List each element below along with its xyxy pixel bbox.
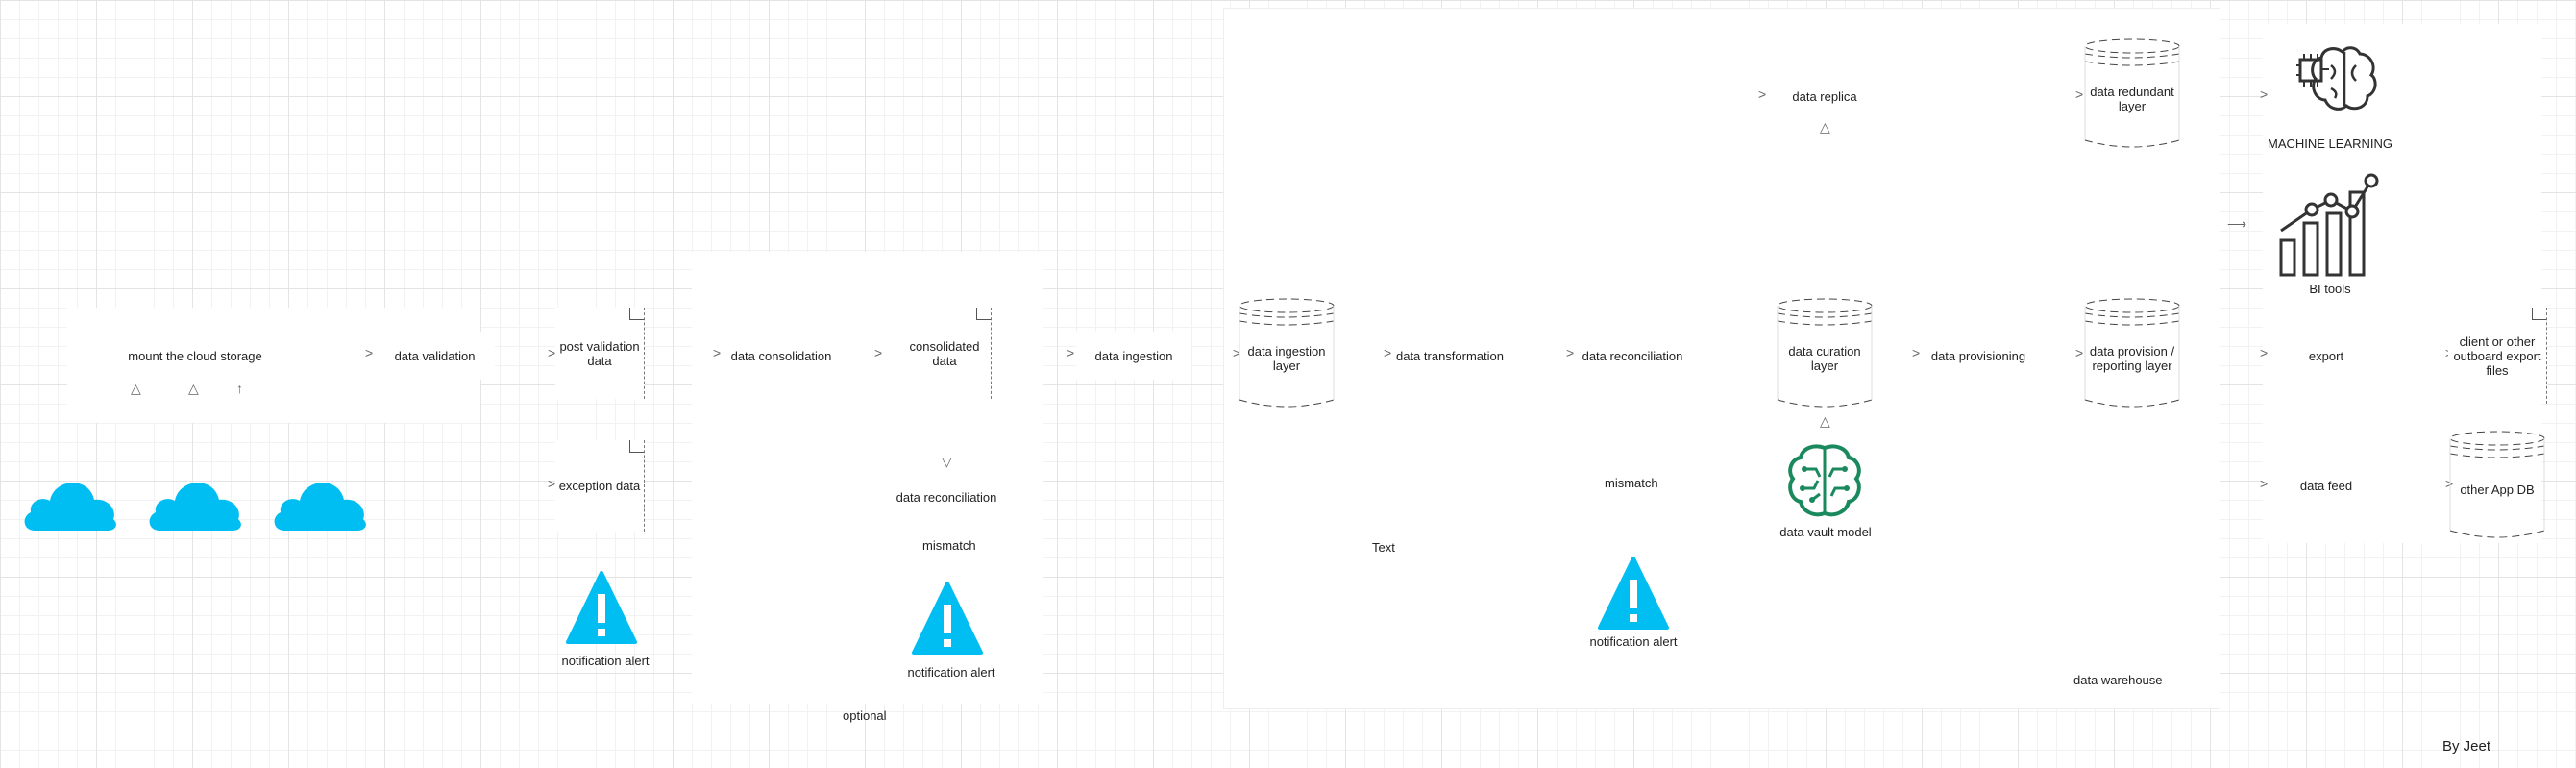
other-app-db-cylinder[interactable]: other App DB bbox=[2448, 431, 2546, 538]
arrow-right-icon: > bbox=[2260, 476, 2269, 491]
data-ingestion-layer-cylinder[interactable]: data ingestion layer bbox=[1238, 298, 1336, 409]
data-provisioning-node[interactable]: data provisioning bbox=[1922, 332, 2035, 380]
arrow-right-icon: > bbox=[1067, 345, 1075, 360]
arrow-right-icon: > bbox=[874, 345, 883, 360]
cloud-icon bbox=[274, 483, 366, 531]
cloud-icon bbox=[149, 483, 241, 531]
database-cylinder-icon bbox=[2084, 298, 2180, 408]
arrow-up-icon: △ bbox=[131, 381, 141, 396]
arrow-right-icon: > bbox=[1233, 345, 1241, 360]
data-vault-model-label: data vault model bbox=[1779, 525, 1872, 539]
cloud-icon bbox=[24, 483, 116, 531]
exception-data-node[interactable]: exception data bbox=[555, 440, 645, 532]
database-cylinder-icon bbox=[1777, 298, 1873, 408]
data-curation-layer-label: data curation layer bbox=[1788, 343, 1861, 373]
arrow-right-icon: > bbox=[2260, 345, 2269, 360]
warning-icon bbox=[1598, 557, 1669, 630]
client-export-files-node[interactable]: client or other outboard export files bbox=[2448, 308, 2547, 404]
arrow-right-icon: > bbox=[548, 476, 556, 491]
arrow-right-icon: > bbox=[365, 345, 374, 360]
data-curation-layer-cylinder[interactable]: data curation layer bbox=[1776, 298, 1874, 409]
arrow-right-icon: > bbox=[1758, 87, 1767, 102]
arrow-up-icon: △ bbox=[1820, 119, 1830, 135]
arrow-right-icon: > bbox=[713, 345, 722, 360]
arrow-right-icon: > bbox=[1384, 345, 1392, 360]
arrow-right-icon: > bbox=[2445, 476, 2454, 491]
post-validation-data-node[interactable]: post validation data bbox=[555, 308, 645, 399]
arrow-right-icon: > bbox=[2075, 87, 2084, 102]
warning-icon bbox=[566, 571, 637, 644]
data-warehouse-region bbox=[1223, 8, 2220, 709]
arrow-right-icon: > bbox=[548, 345, 556, 360]
machine-learning-label: MACHINE LEARNING bbox=[2267, 136, 2393, 151]
brain-chip-icon bbox=[2296, 46, 2377, 111]
data-vault-brain-icon bbox=[1788, 444, 1861, 517]
data-ingestion-layer-label: data ingestion layer bbox=[1247, 343, 1326, 373]
data-warehouse-label: data warehouse bbox=[2073, 673, 2163, 687]
notification-alert-label: notification alert bbox=[1589, 634, 1678, 649]
arrow-right-icon: > bbox=[1566, 345, 1575, 360]
data-replica-node[interactable]: data replica bbox=[1768, 72, 1881, 120]
mismatch-label: mismatch bbox=[922, 538, 976, 553]
database-cylinder-icon bbox=[2449, 431, 2545, 538]
data-reconciliation-optional-node[interactable]: data reconciliation bbox=[889, 476, 1004, 519]
other-app-db-label: other App DB bbox=[2460, 482, 2535, 497]
data-provision-layer-label: data provision / reporting layer bbox=[2089, 343, 2175, 373]
arrow-up-icon: △ bbox=[188, 381, 199, 396]
optional-label: optional bbox=[843, 708, 887, 723]
arrow-down-icon: ▽ bbox=[942, 454, 952, 469]
bi-tools-label: BI tools bbox=[2309, 282, 2351, 296]
mount-cloud-storage-node[interactable]: mount the cloud storage bbox=[69, 332, 321, 380]
text-label: Text bbox=[1372, 540, 1395, 555]
mismatch-label: mismatch bbox=[1605, 476, 1658, 490]
author-label: By Jeet bbox=[2442, 738, 2491, 755]
database-cylinder-icon bbox=[1239, 298, 1335, 408]
arrow-right-icon: > bbox=[1912, 345, 1921, 360]
data-redundant-layer-label: data redundant layer bbox=[2090, 84, 2174, 113]
arrow-right-icon: ⟶ bbox=[2227, 216, 2247, 232]
bar-chart-icon bbox=[2279, 173, 2379, 277]
database-cylinder-icon bbox=[2084, 38, 2180, 148]
consumer-region bbox=[2263, 24, 2541, 543]
arrow-up-icon: ↑ bbox=[236, 381, 243, 396]
data-transformation-node[interactable]: data transformation bbox=[1393, 332, 1507, 380]
data-reconciliation-node[interactable]: data reconciliation bbox=[1576, 332, 1689, 380]
notification-alert-label: notification alert bbox=[561, 654, 650, 668]
data-validation-node[interactable]: data validation bbox=[375, 332, 495, 380]
arrow-up-icon: △ bbox=[1820, 413, 1830, 429]
data-provision-reporting-layer-cylinder[interactable]: data provision / reporting layer bbox=[2083, 298, 2181, 409]
data-redundant-layer-cylinder[interactable]: data redundant layer bbox=[2083, 38, 2181, 149]
consolidated-data-node[interactable]: consolidated data bbox=[898, 308, 992, 399]
arrow-right-icon: > bbox=[2075, 345, 2084, 360]
arrow-right-icon: > bbox=[2260, 87, 2269, 102]
data-feed-node[interactable]: data feed bbox=[2269, 461, 2383, 509]
notification-alert-label: notification alert bbox=[907, 665, 995, 680]
warning-icon bbox=[912, 582, 983, 655]
data-ingestion-node[interactable]: data ingestion bbox=[1076, 332, 1191, 380]
data-consolidation-node[interactable]: data consolidation bbox=[723, 332, 840, 380]
export-node[interactable]: export bbox=[2269, 332, 2383, 380]
